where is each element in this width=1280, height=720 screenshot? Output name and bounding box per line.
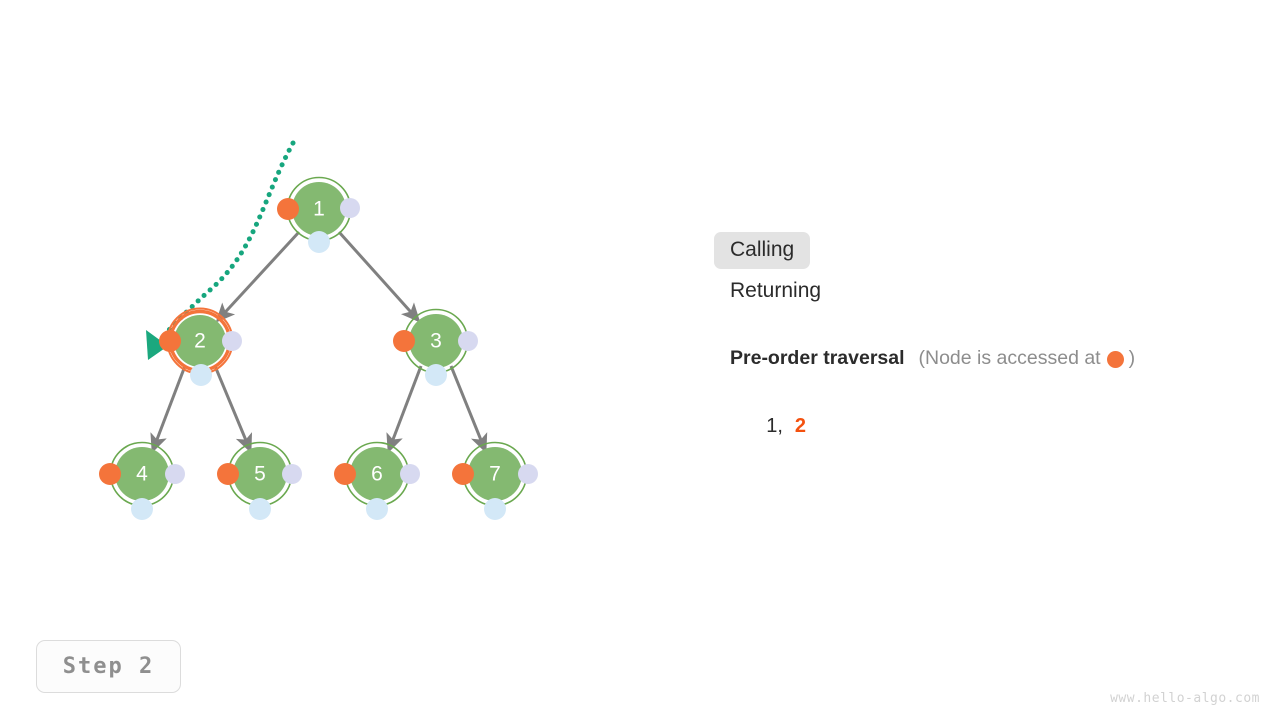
state-label-returning[interactable]: Returning [730,279,822,302]
node-label: 6 [371,463,383,486]
edge-3-6 [386,365,423,454]
edge-2-4 [150,365,187,454]
edge-1-3 [337,230,421,323]
step-indicator: Step 2 [36,640,181,693]
right-child-dot-icon [400,464,420,484]
access-dot-icon [393,330,415,352]
right-child-dot-icon [282,464,302,484]
right-child-dot-icon [222,331,242,351]
edge-3-7 [449,365,488,454]
node-label: 4 [136,463,148,486]
node-label: 3 [430,330,442,353]
state-badge-calling[interactable]: Calling [714,232,811,269]
tree-node-3[interactable]: 3 [393,308,478,387]
recursion-arrow-icon [146,330,168,360]
access-dot-icon [452,463,474,485]
node-body [350,447,404,501]
tree-node-5[interactable]: 5 [217,441,302,521]
bottom-dot-icon [484,498,506,520]
tree-edges [150,230,488,454]
bottom-dot-icon [249,498,271,520]
tree-node-4[interactable]: 4 [99,441,185,521]
access-dot-icon [217,463,239,485]
right-child-dot-icon [518,464,538,484]
edge-2-5 [213,365,253,454]
result-item: 1 [766,414,778,437]
access-dot-icon [159,330,181,352]
tree-node-7[interactable]: 7 [452,441,538,521]
access-dot-icon [334,463,356,485]
traversal-legend: Pre-order traversal (Node is accessed at… [730,347,1254,369]
bottom-dot-icon [366,498,388,520]
tree-nodes: 1 2 3 4 [99,176,538,521]
tree-node-6[interactable]: 6 [334,441,420,521]
access-marker-icon [1106,351,1124,369]
access-dot-icon [99,463,121,485]
traversal-note-prefix: (Node is accessed at [918,347,1101,369]
node-label: 7 [489,463,501,486]
access-dot-icon [277,198,299,220]
result-item-current: 2 [794,414,807,437]
bottom-dot-icon [425,364,447,386]
node-body [174,315,226,367]
tree-node-2[interactable]: 2 [159,307,242,387]
node-body [409,314,463,368]
node-body [468,447,522,501]
right-child-dot-icon [458,331,478,351]
traversal-title: Pre-order traversal [730,347,905,369]
right-child-dot-icon [165,464,185,484]
traversal-result-list: 1,2 [744,396,1254,456]
bottom-dot-icon [308,231,330,253]
node-body [115,447,169,501]
node-label: 5 [254,463,266,486]
tree-node-1[interactable]: 1 [277,176,360,254]
node-body [292,182,346,236]
watermark: www.hello-algo.com [1110,691,1260,706]
bottom-dot-icon [190,364,212,386]
node-label: 1 [313,198,325,221]
info-panel: Calling Returning Pre-order traversal (N… [714,232,1254,456]
right-child-dot-icon [340,198,360,218]
node-label: 2 [194,330,206,353]
binary-tree-diagram: 1 2 3 4 [99,140,538,521]
edge-1-2 [215,230,301,323]
node-body [233,447,287,501]
result-separator: , [777,414,783,437]
traversal-note-suffix: ) [1128,347,1136,369]
bottom-dot-icon [131,498,153,520]
